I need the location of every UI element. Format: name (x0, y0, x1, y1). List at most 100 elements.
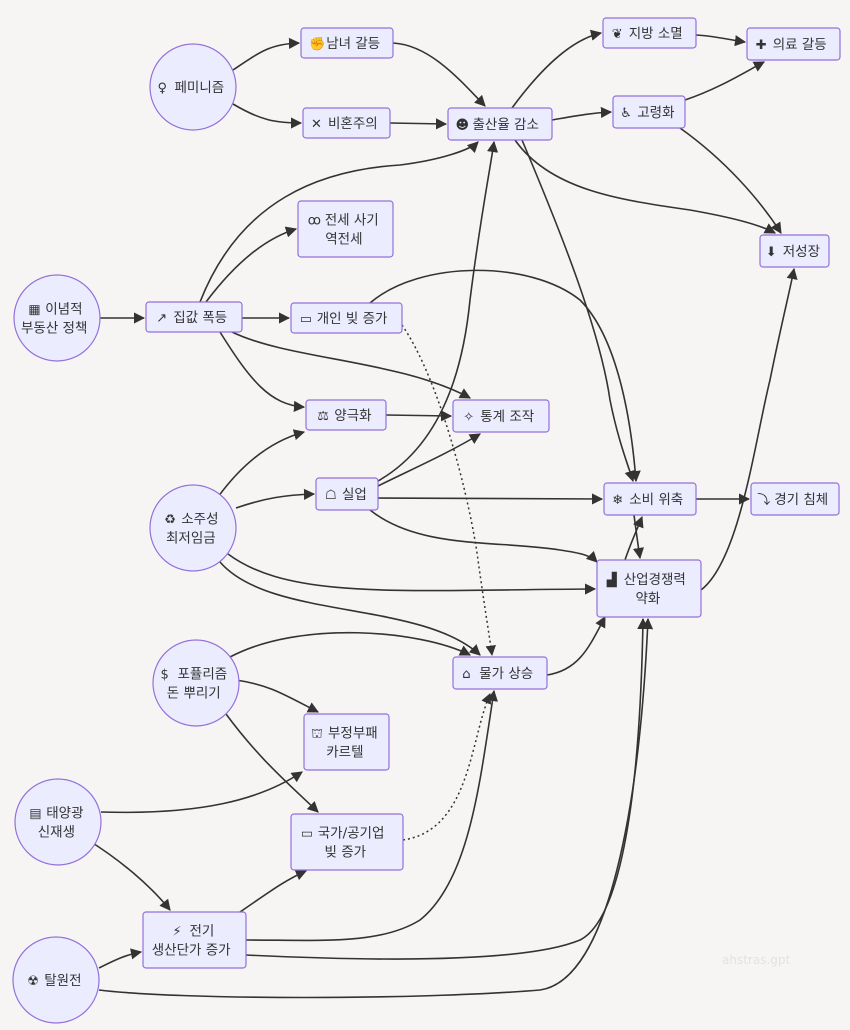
edge-power-cost-to-state-debt (239, 869, 308, 913)
node-birth-decline[interactable]: ☻출산율 감소 (447, 107, 553, 141)
node-shape (452, 656, 548, 690)
node-gender-conflict[interactable]: ✊남녀 갈등 (300, 27, 394, 59)
node-shape (305, 399, 387, 431)
edge-income-growth-to-unemployment (235, 488, 316, 509)
node-local-extinction[interactable]: ❦ 지방 소멸 (602, 17, 697, 49)
node-label: 집값 폭등 (173, 310, 227, 326)
edge-industry-weak-to-consumption (624, 515, 644, 561)
node-label: 부정부패 (328, 726, 378, 742)
node-shape (302, 107, 391, 139)
node-shape (297, 200, 394, 258)
node-label: 의료 갈등 (773, 37, 827, 53)
node-price-rise[interactable]: ⌂물가 상승 (452, 656, 548, 690)
node-label: 비혼주의 (328, 116, 378, 132)
node-personal-debt[interactable]: ▭개인 빚 증가 (290, 302, 403, 334)
node-label: 지방 소멸 (629, 26, 683, 42)
node-label: 이념적 (45, 302, 82, 318)
node-shape (746, 27, 841, 61)
edge-power-cost-to-price-rise (245, 689, 498, 942)
edge-housing-surge-to-birth-decline (199, 141, 479, 303)
edge-housing-surge-to-stat-manipulation (231, 331, 471, 399)
edge-price-rise-to-industry-weak (546, 616, 606, 676)
edge-nonmarriage-to-birth-decline (389, 118, 448, 130)
node-shape (452, 399, 550, 433)
node-shape (759, 234, 830, 268)
node-label: 생산단가 증가 (152, 943, 231, 959)
edge-personal-debt-to-consumption (369, 269, 641, 483)
edge-gender-conflict-to-birth-decline (392, 42, 486, 107)
edge-local-extinction-to-medical-conflict (695, 34, 747, 47)
node-label: 빚 증가 (325, 845, 367, 861)
node-shape (13, 274, 101, 362)
node-medical-conflict[interactable]: ✚ 의료 갈등 (746, 27, 841, 61)
node-feminism[interactable]: ♀페미니즘 (149, 43, 237, 131)
node-aging[interactable]: ♿고령화 (612, 95, 686, 129)
node-label: 전세 사기 (325, 213, 379, 229)
node-nuclear-exit[interactable]: ☢탈원전 (12, 936, 100, 1024)
node-stat-manipulation[interactable]: ✧통계 조작 (452, 399, 550, 433)
node-label: 돈 뿌리기 (167, 686, 221, 702)
edge-unemployment-to-birth-decline (377, 140, 499, 482)
edge-state-debt-to-price-rise (402, 693, 492, 841)
node-shape (290, 813, 404, 871)
node-shape (149, 43, 237, 131)
factory-icon: ▟ (606, 571, 618, 588)
node-shape (290, 302, 403, 334)
nodes-layer: ♀페미니즘 ✊남녀 갈등 ✕ 비혼주의 ☻출산율 감소 ❦ 지방 소멸 ✚ 의료 갈등 ♿고령화 ⬇… (12, 17, 841, 1024)
node-label: 출산율 감소 (473, 117, 539, 133)
elderly-icon: ♿ (620, 106, 632, 121)
node-label: 태양광 (46, 806, 83, 822)
edges-layer (87, 29, 798, 999)
node-label: 남녀 갈등 (326, 36, 380, 52)
node-nonmarriage[interactable]: ✕ 비혼주의 (302, 107, 391, 139)
node-label: 최저임금 (166, 531, 216, 547)
node-shape (145, 301, 243, 333)
node-consumption[interactable]: ❄소비 위축 (603, 482, 697, 516)
node-shape (152, 639, 240, 727)
edge-aging-to-medical-conflict (684, 61, 765, 101)
node-label: 저성장 (783, 244, 820, 260)
node-housing-surge[interactable]: ↗집값 폭등 (145, 301, 243, 333)
node-unemployment[interactable]: ☖실업 (315, 477, 379, 511)
edge-solar-to-corruption (100, 771, 303, 814)
node-label: 물가 상승 (479, 666, 533, 682)
node-low-growth[interactable]: ⬇ 저성장 (759, 234, 830, 268)
ambulance-icon: ✚ (756, 38, 767, 53)
edge-birth-decline-to-local-extinction (511, 29, 603, 109)
node-label: 역전세 (325, 232, 362, 248)
edge-income-growth-to-industry-weak (227, 553, 597, 595)
node-shape (300, 27, 394, 59)
x-mark-icon: ✕ (311, 117, 322, 132)
node-shape (602, 17, 697, 49)
edge-birth-decline-to-aging (551, 106, 613, 121)
down-turn-icon: ⤵ (757, 493, 770, 508)
edge-feminism-to-gender-conflict (232, 37, 301, 71)
bank-icon: ⛫ (311, 727, 323, 742)
edge-nuclear-exit-to-power-cost (98, 948, 143, 969)
node-polarization[interactable]: ⚖양극화 (305, 399, 387, 431)
scales-icon: ⚖ (317, 409, 329, 424)
fist-icon: ✊ (309, 36, 325, 52)
lightning-icon: ⚡ (173, 925, 182, 940)
baby-icon: ☻ (456, 118, 470, 133)
arrow-down-icon: ⬇ (766, 245, 777, 260)
node-label: 산업경쟁력 (624, 572, 686, 588)
edge-populism-to-corruption (235, 679, 319, 713)
node-shape (14, 778, 102, 866)
node-label: 실업 (342, 487, 367, 503)
edge-industry-weak-to-low-growth (700, 267, 798, 591)
female-icon: ♀ (158, 81, 168, 96)
node-recession[interactable]: ⤵경기 침체 (750, 482, 840, 516)
node-shape (149, 484, 237, 572)
wheat-icon: ❦ (612, 27, 623, 42)
